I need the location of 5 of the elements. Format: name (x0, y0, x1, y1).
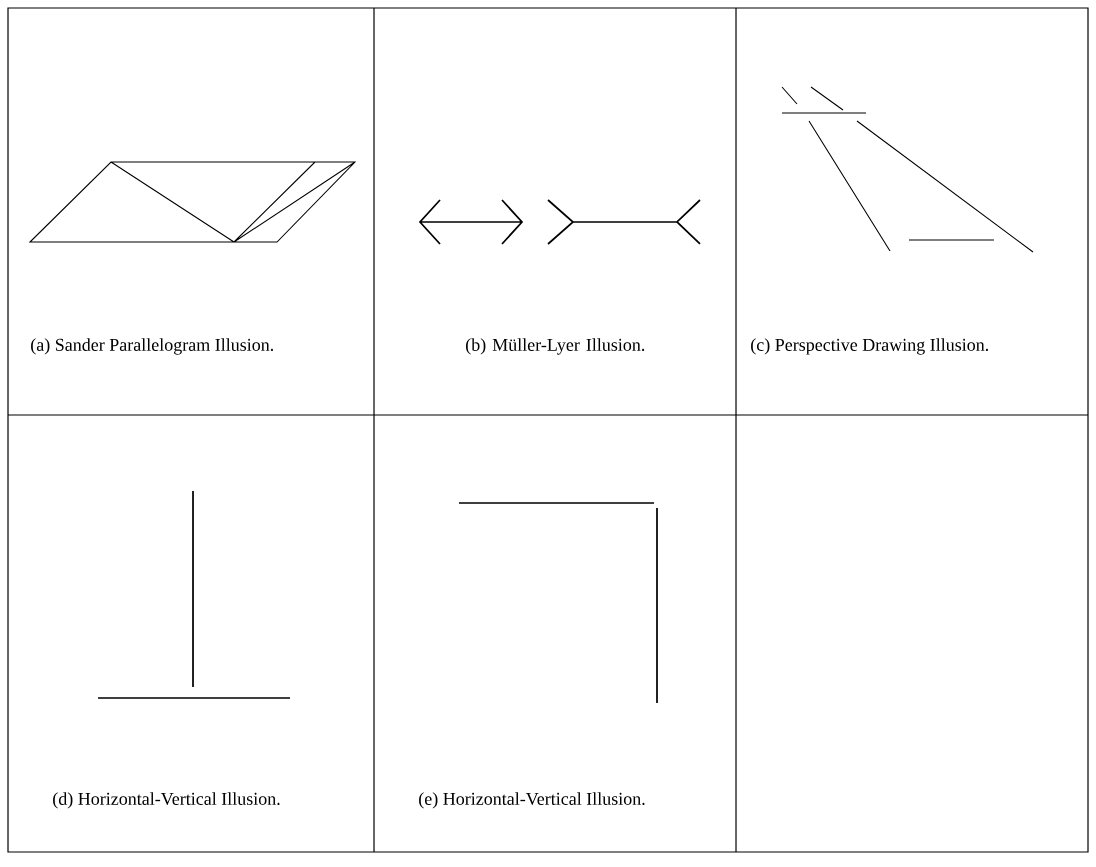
caption: (c) Perspective Drawing Illusion. (751, 338, 988, 355)
caption: (a) Sander Parallelogram Illusion. (31, 338, 274, 355)
caption: (b) Müller-Lyer Illusion. (466, 338, 645, 355)
caption: (d) Horizontal-Vertical Illusion. (53, 792, 280, 809)
caption: (e) Horizontal-Vertical Illusion. (419, 792, 645, 809)
